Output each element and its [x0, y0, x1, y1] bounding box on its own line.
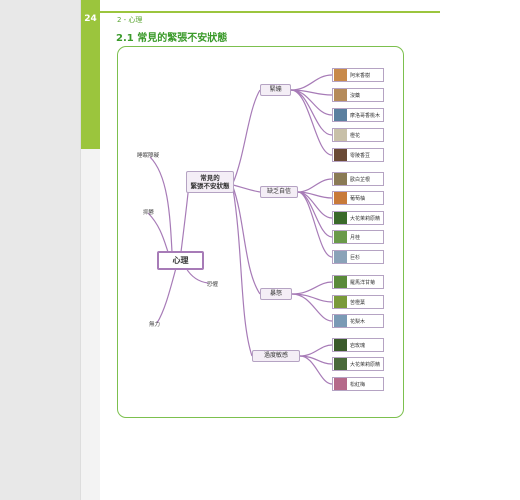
main-node: 常見的 緊張不安狀態: [186, 171, 234, 193]
oil-item: 大花茉莉原精: [332, 211, 384, 225]
oil-thumbnail: [334, 173, 347, 185]
oil-item: 沒藥: [332, 88, 384, 102]
main-node-line1: 常見的: [200, 174, 220, 182]
oil-item-label: 羅馬洋甘菊: [350, 279, 376, 286]
oil-item-label: 葡萄柚: [350, 195, 366, 202]
group-node: 暴怒: [260, 288, 292, 300]
group-node-label: 缺乏自信: [266, 188, 291, 195]
root-node-label: 心理: [172, 255, 189, 265]
oil-item-label: 苦橙葉: [350, 299, 366, 306]
oil-item: 歐白芷根: [332, 172, 384, 186]
root-node: 心理: [157, 251, 204, 270]
oil-thumbnail: [334, 192, 347, 204]
oil-item: 松紅梅: [332, 377, 384, 391]
side-leaf: 無力: [149, 322, 161, 328]
oil-thumbnail: [334, 251, 347, 263]
oil-item-label: 歐白芷根: [350, 176, 371, 183]
oil-item-label: 岩玫瑰: [350, 342, 366, 349]
group-node-label: 暴怒: [269, 290, 282, 297]
side-leaf: 恐懼: [207, 282, 219, 288]
side-leaf: 睡眠障礙: [137, 153, 160, 159]
header-rule: [100, 11, 440, 13]
oil-item-label: 巨杉: [350, 254, 361, 261]
oil-item: 摩洛哥香桃木: [332, 108, 384, 122]
section-title: 2.1 常見的緊張不安狀態: [116, 33, 228, 44]
oil-item: 葡萄柚: [332, 191, 384, 205]
oil-item: 羅馬洋甘菊: [332, 275, 384, 289]
oil-item: 花梨木: [332, 314, 384, 328]
page-number: 24: [84, 14, 97, 24]
oil-thumbnail: [334, 378, 347, 390]
oil-item-label: 零陵香豆: [350, 152, 371, 159]
oil-thumbnail: [334, 296, 347, 308]
group-node-label: 緊繃: [269, 86, 282, 93]
oil-item-label: 沒藥: [350, 92, 361, 99]
oil-thumbnail: [334, 69, 347, 81]
oil-item-label: 橙花: [350, 132, 361, 139]
oil-thumbnail: [334, 276, 347, 288]
oil-thumbnail: [334, 149, 347, 161]
oil-item: 零陵香豆: [332, 148, 384, 162]
main-node-line2: 緊張不安狀態: [190, 182, 230, 190]
oil-item: 月桂: [332, 230, 384, 244]
mindmap-frame: [117, 46, 404, 418]
group-node: 缺乏自信: [260, 186, 298, 198]
oil-item: 阿米香樹: [332, 68, 384, 82]
group-node: 過度敏感: [252, 350, 300, 362]
group-node-label: 過度敏感: [263, 352, 288, 359]
oil-item: 大花茉莉原精: [332, 357, 384, 371]
group-node: 緊繃: [260, 84, 291, 96]
oil-item-label: 大花茉莉原精: [350, 361, 381, 368]
oil-item: 苦橙葉: [332, 295, 384, 309]
oil-thumbnail: [334, 129, 347, 141]
oil-item: 岩玫瑰: [332, 338, 384, 352]
oil-thumbnail: [334, 315, 347, 327]
oil-item-label: 大花茉莉原精: [350, 215, 381, 222]
oil-item: 巨杉: [332, 250, 384, 264]
oil-thumbnail: [334, 231, 347, 243]
oil-item-label: 月桂: [350, 234, 361, 241]
page-tab: [81, 0, 100, 149]
oil-thumbnail: [334, 358, 347, 370]
oil-item-label: 花梨木: [350, 318, 366, 325]
oil-item: 橙花: [332, 128, 384, 142]
page-edge: [80, 0, 81, 500]
side-leaf: 抑鬱: [143, 210, 155, 216]
oil-thumbnail: [334, 89, 347, 101]
oil-thumbnail: [334, 212, 347, 224]
oil-item-label: 阿米香樹: [350, 72, 371, 79]
oil-thumbnail: [334, 339, 347, 351]
oil-thumbnail: [334, 109, 347, 121]
oil-item-label: 摩洛哥香桃木: [350, 112, 381, 119]
breadcrumb: 2 - 心理: [117, 16, 143, 24]
oil-item-label: 松紅梅: [350, 381, 366, 388]
